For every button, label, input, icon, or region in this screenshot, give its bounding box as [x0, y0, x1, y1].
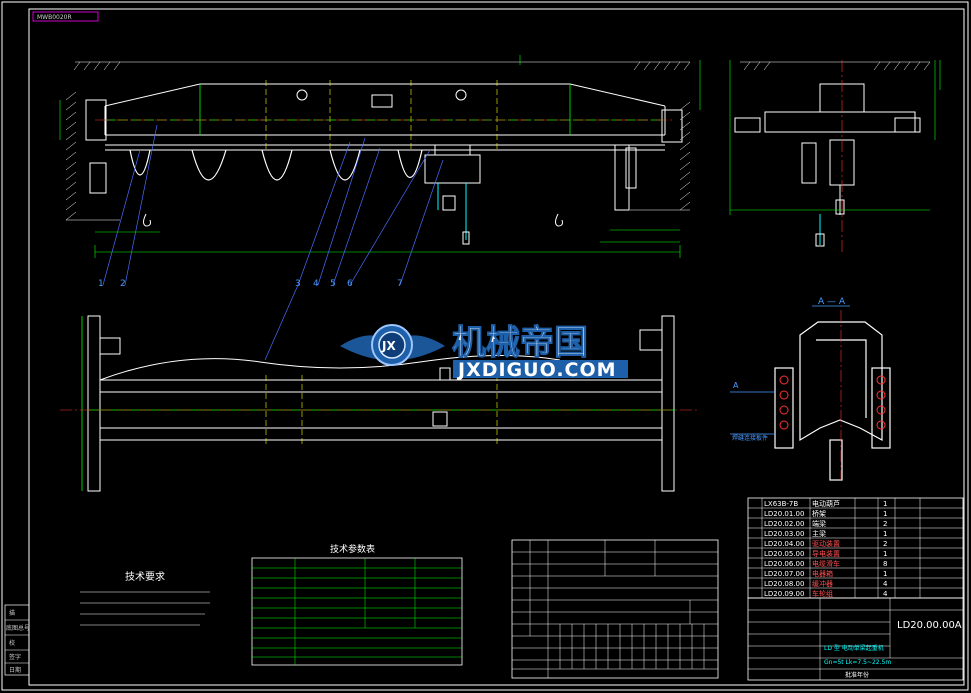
- balloon-5: 5: [330, 279, 336, 289]
- technical-table-title: 技术参数表: [330, 543, 375, 555]
- balloon-3: 3: [295, 279, 301, 289]
- part-qty: 4: [883, 580, 888, 588]
- part-qty: 1: [883, 550, 887, 558]
- front-elevation: [59, 55, 701, 361]
- balloon-4: 4: [313, 279, 319, 289]
- sidebar-label: 签字: [9, 653, 21, 661]
- parts-list: LX63B-7B 电动葫芦 1 LD20.01.00 桥架 1 LD20.02.…: [747, 497, 964, 599]
- plan-view: [60, 315, 700, 492]
- hoist-trolley: [424, 144, 481, 245]
- product-name: LD 型 电动单梁起重机: [824, 644, 884, 652]
- watermark-badge: JX: [381, 339, 396, 353]
- part-code: LD20.04.00: [764, 540, 804, 548]
- drawing-stamp: MWB0020R: [37, 14, 72, 21]
- part-name: 桥架: [812, 509, 826, 518]
- part-qty: 1: [883, 530, 887, 538]
- section-a-a: A — A A 焊缝连接板件: [730, 297, 891, 481]
- part-qty: 1: [883, 510, 887, 518]
- part-code: LD20.08.00: [764, 580, 804, 588]
- watermark-en: JXDIGUO.COM: [456, 359, 617, 381]
- product-spec: Gn=5t Lk=7.5~22.5m: [824, 659, 891, 666]
- part-code: LD20.01.00: [764, 510, 804, 518]
- sidebar-label: 底图总号: [6, 624, 30, 632]
- part-code: LD20.03.00: [764, 530, 804, 538]
- balloon-6: 6: [347, 279, 353, 289]
- title-block: LD 型 电动单梁起重机 Gn=5t Lk=7.5~22.5m 批准年份 LD2…: [747, 597, 964, 681]
- dimensions-table: [511, 539, 719, 679]
- balloon-7: 7: [397, 279, 403, 289]
- part-code: LD20.07.00: [764, 570, 804, 578]
- part-name: 电动葫芦: [812, 499, 840, 508]
- watermark-cn: 机械帝国: [452, 323, 588, 363]
- left-sidebar: 描 底图总号 校 签字 日期: [4, 604, 30, 676]
- section-note: 焊缝连接板件: [732, 434, 768, 442]
- part-name: 端梁: [812, 519, 826, 528]
- sidebar-label: 校: [9, 639, 15, 647]
- section-label: A — A: [818, 297, 846, 307]
- technical-parameters-table: 技术参数表: [251, 543, 463, 666]
- part-code: LD20.05.00: [764, 550, 804, 558]
- part-code: LD20.02.00: [764, 520, 804, 528]
- part-name: 缓冲器: [812, 579, 833, 588]
- part-qty: 1: [883, 570, 887, 578]
- sheet-border-inner: [28, 8, 965, 686]
- balloon-2: 2: [120, 279, 126, 289]
- part-code: LX63B-7B: [764, 500, 798, 508]
- part-name: 车轮组: [812, 589, 833, 598]
- part-qty: 8: [883, 560, 887, 568]
- part-qty: 4: [883, 590, 888, 598]
- section-callout: A: [733, 381, 739, 390]
- tech-requirements-title: 技术要求: [125, 570, 165, 583]
- part-name: 主梁: [812, 529, 826, 538]
- part-qty: 1: [883, 500, 887, 508]
- balloon-1: 1: [98, 279, 104, 289]
- part-name: 电缆滑车: [812, 559, 840, 568]
- balloon-labels: 1 2 3 4 5 6 7: [98, 279, 403, 289]
- side-elevation: [729, 60, 941, 255]
- part-code: LD20.09.00: [764, 590, 804, 598]
- sidebar-label: 描: [9, 609, 15, 617]
- sidebar-label: 日期: [9, 666, 21, 674]
- watermark: JX 机械帝国 JXDIGUO.COM: [340, 323, 628, 381]
- part-qty: 2: [883, 540, 887, 548]
- tech-requirements: 技术要求: [80, 570, 210, 626]
- drawing-number: LD20.00.00A: [897, 620, 962, 631]
- part-name: 电器箱: [812, 569, 833, 578]
- approval-label: 批准年份: [845, 671, 869, 679]
- part-qty: 2: [883, 520, 887, 528]
- part-name: 驱动装置: [812, 539, 840, 548]
- part-name: 导电装置: [812, 549, 840, 558]
- part-code: LD20.06.00: [764, 560, 804, 568]
